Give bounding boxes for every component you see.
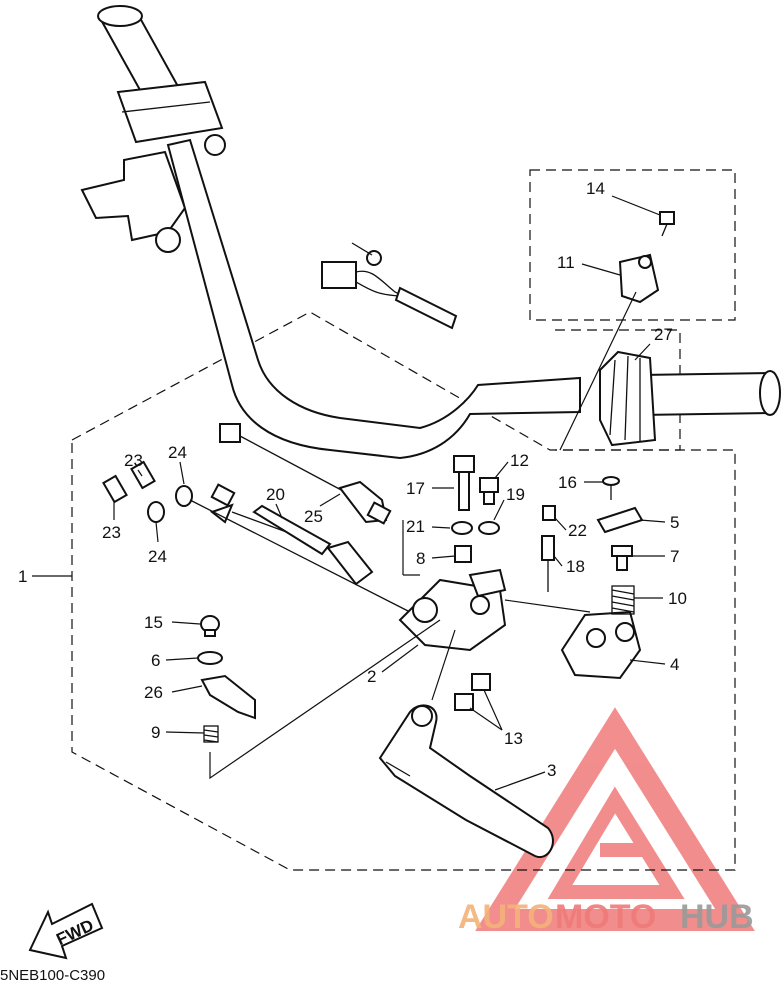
callout-4: 4 [670,655,679,674]
callout-6: 6 [151,651,160,670]
callout-8: 8 [416,549,425,568]
switch-11 [618,253,660,304]
watermark-part1: AUTO [458,898,554,936]
callout-17: 17 [406,479,425,498]
callout-7: 7 [670,547,679,566]
screw-14 [659,211,675,237]
callout-15: 15 [144,613,163,632]
diagram-code: 5NEB100-C390 [0,967,105,982]
callout-26: 26 [144,683,163,702]
collar-12 [479,477,499,505]
screw-15 [200,615,220,637]
callout-27: 27 [654,325,673,344]
guide-spring-9 [209,619,441,780]
switch-assembly-boundary [529,169,736,321]
nut-24-upper [175,485,193,507]
callout-11: 11 [557,253,575,272]
watermark-part3: HUB [680,898,754,936]
bracket-4 [560,610,642,680]
wire-connector [321,242,458,330]
callout-25: 25 [304,507,323,526]
lever-3 [378,704,554,859]
handlebar [80,5,781,460]
callout-9: 9 [151,723,160,742]
washer-6 [197,651,223,665]
spring-9 [203,725,219,743]
callout-24-upper: 24 [168,443,187,462]
adjuster-23-lower [102,474,128,504]
callout-3: 3 [547,761,556,780]
leader-2-4 [504,599,591,613]
callout-16: 16 [558,473,577,492]
spring-10 [611,585,635,615]
screw-16 [602,476,620,500]
callout-24-lower: 24 [148,547,167,566]
lever-holder-2 [398,568,507,652]
clutch-switch-25 [219,423,392,525]
collar-8 [454,545,472,563]
callout-12: 12 [510,451,529,470]
callout-23-upper: 23 [124,451,143,470]
callout-19: 19 [506,485,525,504]
nut-24-lower [147,501,165,523]
fwd-arrow-icon: FWD [28,902,104,960]
nut-13-lower [454,693,474,711]
switch-housing-27 [599,350,657,447]
guide-lever [431,629,456,701]
bolt-17 [453,455,475,511]
plate-5 [596,506,644,534]
watermark-part2: MOTO [555,898,656,936]
callout-22: 22 [568,521,587,540]
callouts: 1 2 3 4 5 6 7 8 9 10 11 12 13 14 15 16 1… [18,179,687,791]
leader-switch [559,291,637,451]
callout-13: 13 [504,729,523,748]
callout-14: 14 [586,179,605,198]
washer-21 [451,521,473,535]
callout-20: 20 [266,485,285,504]
pin-22 [542,505,556,521]
callout-5: 5 [670,513,679,532]
cable-adjuster-20 [209,483,374,586]
callout-1: 1 [18,567,27,586]
washer-19 [478,521,500,535]
callout-10: 10 [668,589,687,608]
callout-23-lower: 23 [102,523,121,542]
cable-line [189,499,411,613]
watermark-text: AUTO MOTO HUB [458,898,754,936]
adjuster-23-upper [130,460,156,490]
callout-18: 18 [566,557,585,576]
watermark-logo [475,707,755,931]
callout-21: 21 [406,517,425,536]
callout-2: 2 [367,667,376,686]
nut-13-upper [471,673,491,691]
pin-7 [611,545,633,571]
plate-26 [200,674,256,720]
pin-18 [541,535,555,561]
